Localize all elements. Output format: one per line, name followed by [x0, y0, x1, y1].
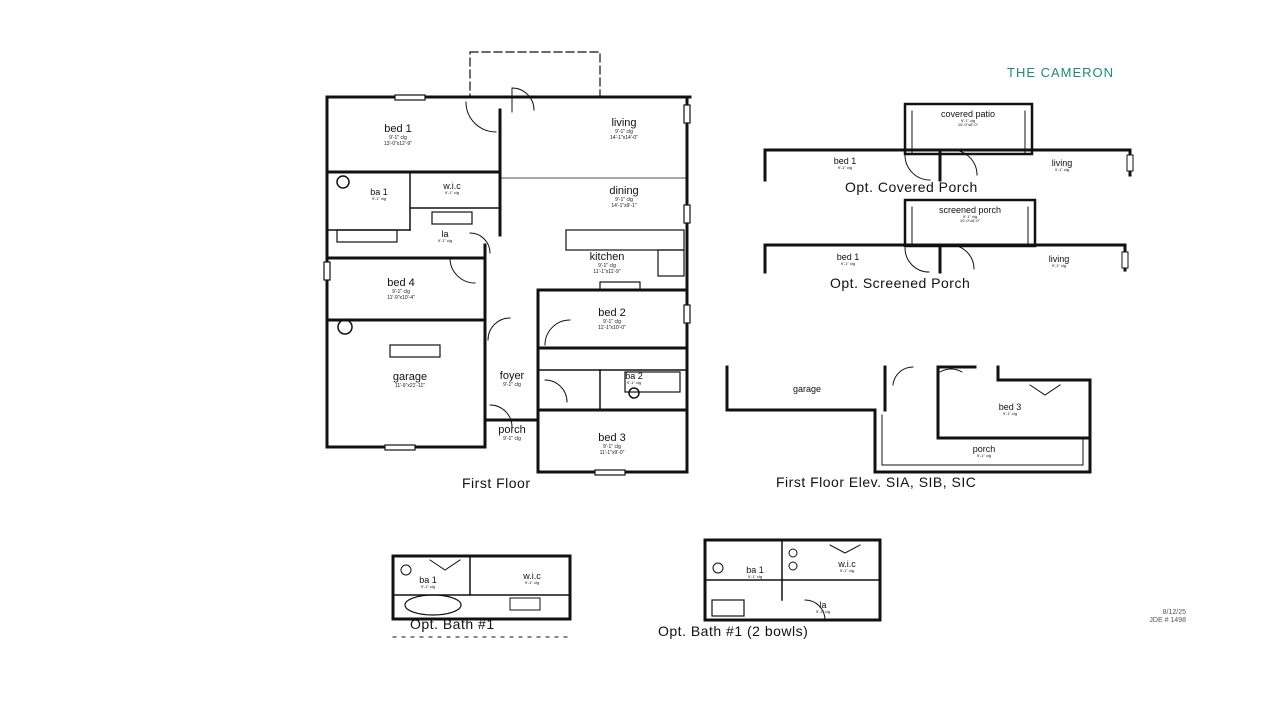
opt-bath-walls [391, 554, 572, 638]
plan-title: THE CAMERON [1007, 65, 1115, 80]
first-floor-windows [323, 94, 691, 476]
caption-elevation: First Floor Elev. SIA, SIB, SIC [776, 474, 977, 490]
caption-covered-porch: Opt. Covered Porch [845, 179, 978, 195]
covered-porch-walls [763, 102, 1134, 182]
plan-date: 8/12/25 [1162, 609, 1186, 616]
caption-opt-bath: Opt. Bath #1 [410, 616, 495, 632]
future-patio-outline [469, 51, 601, 98]
plan-job-number: JDE # 1498 [1149, 617, 1186, 624]
elev-garage-label: garage [792, 384, 822, 394]
caption-screened-porch: Opt. Screened Porch [830, 275, 971, 291]
first-floor-doors [449, 87, 571, 428]
elevation-walls [725, 365, 1092, 474]
screened-porch-walls [763, 198, 1129, 274]
opt-bath-2bowls-walls [703, 538, 882, 622]
caption-opt-bath-2bowls: Opt. Bath #1 (2 bowls) [658, 623, 809, 639]
caption-first-floor: First Floor [462, 475, 531, 491]
first-floor-interior [326, 171, 688, 411]
